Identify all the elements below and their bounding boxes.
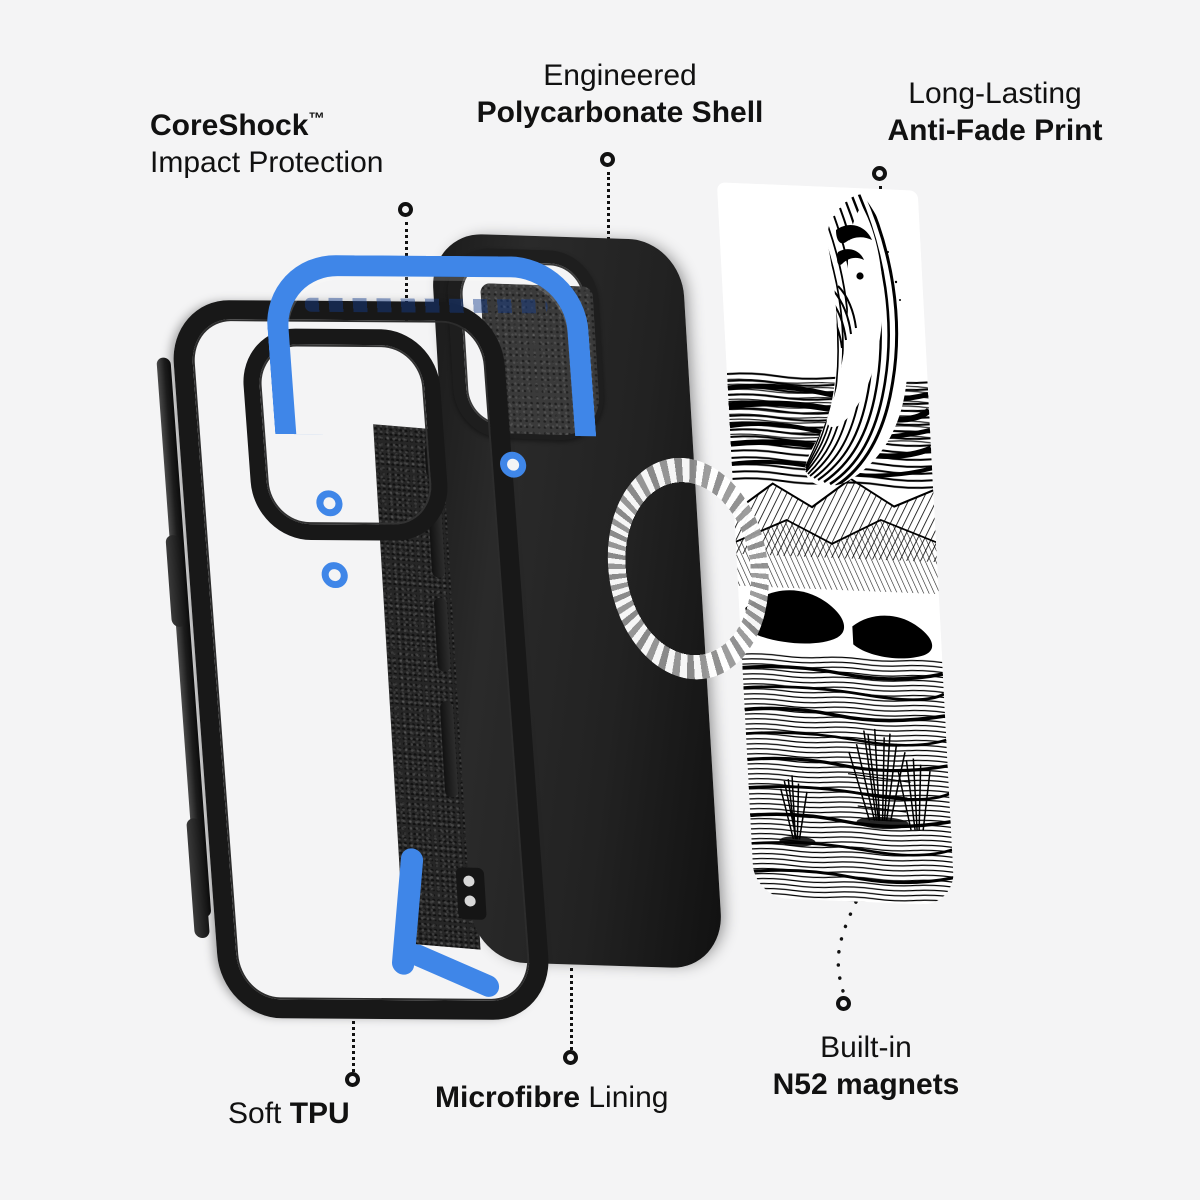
callout-microfibre-lining: Microfibre Lining	[435, 1080, 668, 1117]
callout-soft-tpu-line2: TPU	[289, 1097, 350, 1130]
leader-dots-microfibre	[570, 968, 573, 1050]
leader-dots-tpu	[352, 1008, 355, 1072]
tpu-bumper-layer[interactable]	[156, 254, 597, 1021]
callout-coreshock-line1: CoreShock™	[150, 109, 325, 142]
callout-polycarbonate-line1: Engineered	[543, 59, 697, 92]
callout-coreshock-line2: Impact Protection	[150, 145, 384, 179]
leader-knob-tpu	[345, 1072, 360, 1087]
callout-n52-line1: Built-in	[820, 1031, 912, 1064]
leader-curve-n52	[836, 900, 858, 1002]
leader-knob-print	[872, 166, 887, 181]
callout-microfibre-line1: Microfibre	[435, 1081, 581, 1114]
callout-microfibre-line2: Lining	[580, 1081, 669, 1114]
callout-anti-fade-print: Long-Lasting Anti-Fade Print	[860, 76, 1130, 149]
leader-knob-n52	[836, 996, 851, 1011]
whale-illustration	[805, 194, 909, 487]
trademark-symbol: ™	[308, 110, 325, 128]
callout-anti-fade-print-line1: Long-Lasting	[908, 77, 1082, 110]
leader-knob-polycarbonate	[600, 152, 615, 167]
leader-dots-polycarbonate	[607, 172, 610, 258]
callout-coreshock: CoreShock™ Impact Protection	[150, 108, 383, 181]
callout-n52-line2: N52 magnets	[772, 1067, 960, 1101]
callout-n52-magnets: Built-in N52 magnets	[746, 1030, 986, 1103]
callout-polycarbonate: Engineered Polycarbonate Shell	[450, 58, 790, 131]
callout-polycarbonate-line2: Polycarbonate Shell	[476, 95, 764, 129]
leader-knob-microfibre	[563, 1050, 578, 1065]
callout-soft-tpu: Soft TPU	[228, 1096, 350, 1133]
leader-knob-coreshock	[398, 202, 413, 217]
coreshock-rail-top	[262, 254, 597, 437]
callout-anti-fade-print-line2: Anti-Fade Print	[887, 113, 1103, 147]
callout-soft-tpu-line1: Soft	[228, 1097, 290, 1130]
